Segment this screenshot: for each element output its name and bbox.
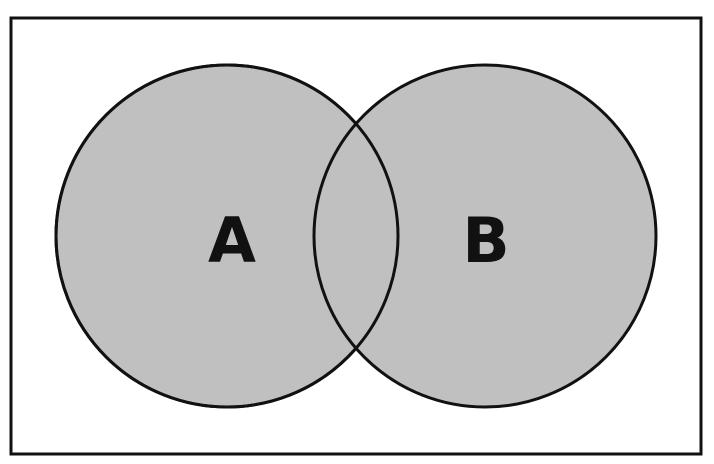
set-b-label: B xyxy=(462,204,509,277)
set-a-outline xyxy=(54,63,400,409)
set-b-circle xyxy=(312,63,658,409)
set-a-label: A xyxy=(208,204,256,277)
